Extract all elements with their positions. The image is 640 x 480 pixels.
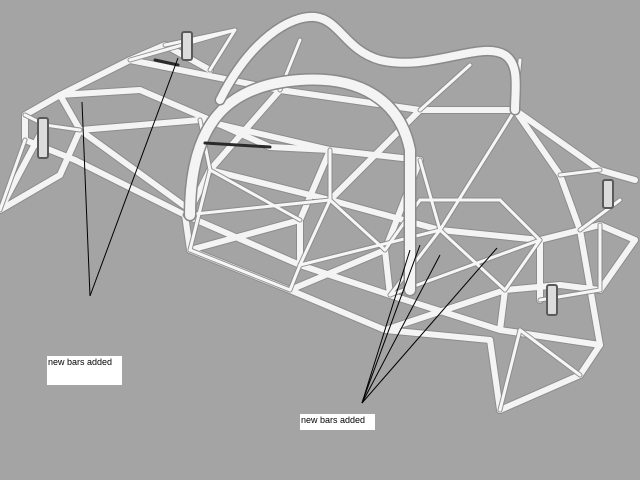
frame-tube bbox=[297, 147, 333, 223]
frame-tube bbox=[0, 138, 27, 212]
frame-tube bbox=[382, 287, 508, 333]
frame-tube bbox=[77, 127, 193, 213]
frame-tube bbox=[267, 144, 333, 153]
frame-tube bbox=[57, 127, 83, 178]
frame-tube bbox=[288, 263, 302, 292]
frame-tube bbox=[188, 248, 292, 292]
frame-tube bbox=[0, 172, 63, 213]
frame-tube bbox=[512, 107, 603, 173]
frame-tube bbox=[497, 287, 508, 333]
frame-tube bbox=[187, 217, 303, 253]
frame-tube bbox=[382, 327, 493, 343]
frame-tube bbox=[287, 247, 388, 293]
frame-tube bbox=[438, 108, 517, 232]
frame-tube bbox=[382, 247, 393, 298]
frame-tube bbox=[287, 287, 388, 333]
frame-tube bbox=[207, 87, 283, 173]
frame-tube bbox=[207, 117, 273, 150]
roll-cage-hoops bbox=[183, 11, 522, 297]
frame-tube bbox=[298, 198, 332, 267]
frame-tube bbox=[188, 168, 212, 252]
frame-tube bbox=[597, 167, 638, 183]
frame-tube bbox=[297, 262, 393, 298]
frame-tube bbox=[537, 222, 603, 243]
frame-tube bbox=[558, 168, 602, 177]
frame-tube bbox=[43, 123, 82, 132]
new-bars bbox=[153, 58, 272, 149]
frame-tube bbox=[518, 328, 562, 362]
frame-tube bbox=[57, 57, 133, 98]
frame-tube bbox=[208, 168, 302, 222]
frame-tube bbox=[497, 327, 603, 348]
frame-tube bbox=[438, 228, 507, 292]
frame-tube bbox=[57, 92, 83, 133]
chassis-frame bbox=[0, 27, 639, 414]
frame-tube bbox=[558, 358, 582, 377]
shock-absorbers bbox=[37, 31, 614, 316]
frame-tube bbox=[328, 198, 387, 252]
frame-tube bbox=[22, 92, 63, 118]
frame-tube bbox=[497, 372, 583, 413]
frame-tube bbox=[557, 172, 583, 233]
frame-tube bbox=[503, 238, 542, 292]
frame-tube bbox=[487, 337, 503, 413]
frame-tube bbox=[327, 197, 443, 233]
frame-tube bbox=[57, 87, 143, 98]
frame-tube bbox=[182, 212, 303, 268]
frame-tube bbox=[512, 107, 563, 178]
frame-tube bbox=[298, 228, 442, 267]
frame-tube bbox=[437, 227, 543, 243]
frame-tube bbox=[137, 87, 213, 123]
frame-tube bbox=[498, 328, 522, 412]
frame-tube bbox=[577, 342, 603, 378]
frame-tube bbox=[597, 237, 638, 293]
annotation-label-new-bars-left: new bars added bbox=[47, 356, 122, 385]
frame-tube bbox=[498, 198, 542, 242]
frame-tube bbox=[183, 198, 332, 217]
annotation-label-new-bars-right: new bars added bbox=[300, 414, 375, 430]
annotation-leaders bbox=[81, 57, 498, 404]
frame-tube bbox=[418, 158, 442, 232]
frame-tube bbox=[77, 117, 203, 133]
frame-tube bbox=[418, 63, 472, 112]
frame-tube bbox=[597, 222, 638, 243]
frame-tube bbox=[208, 28, 237, 72]
